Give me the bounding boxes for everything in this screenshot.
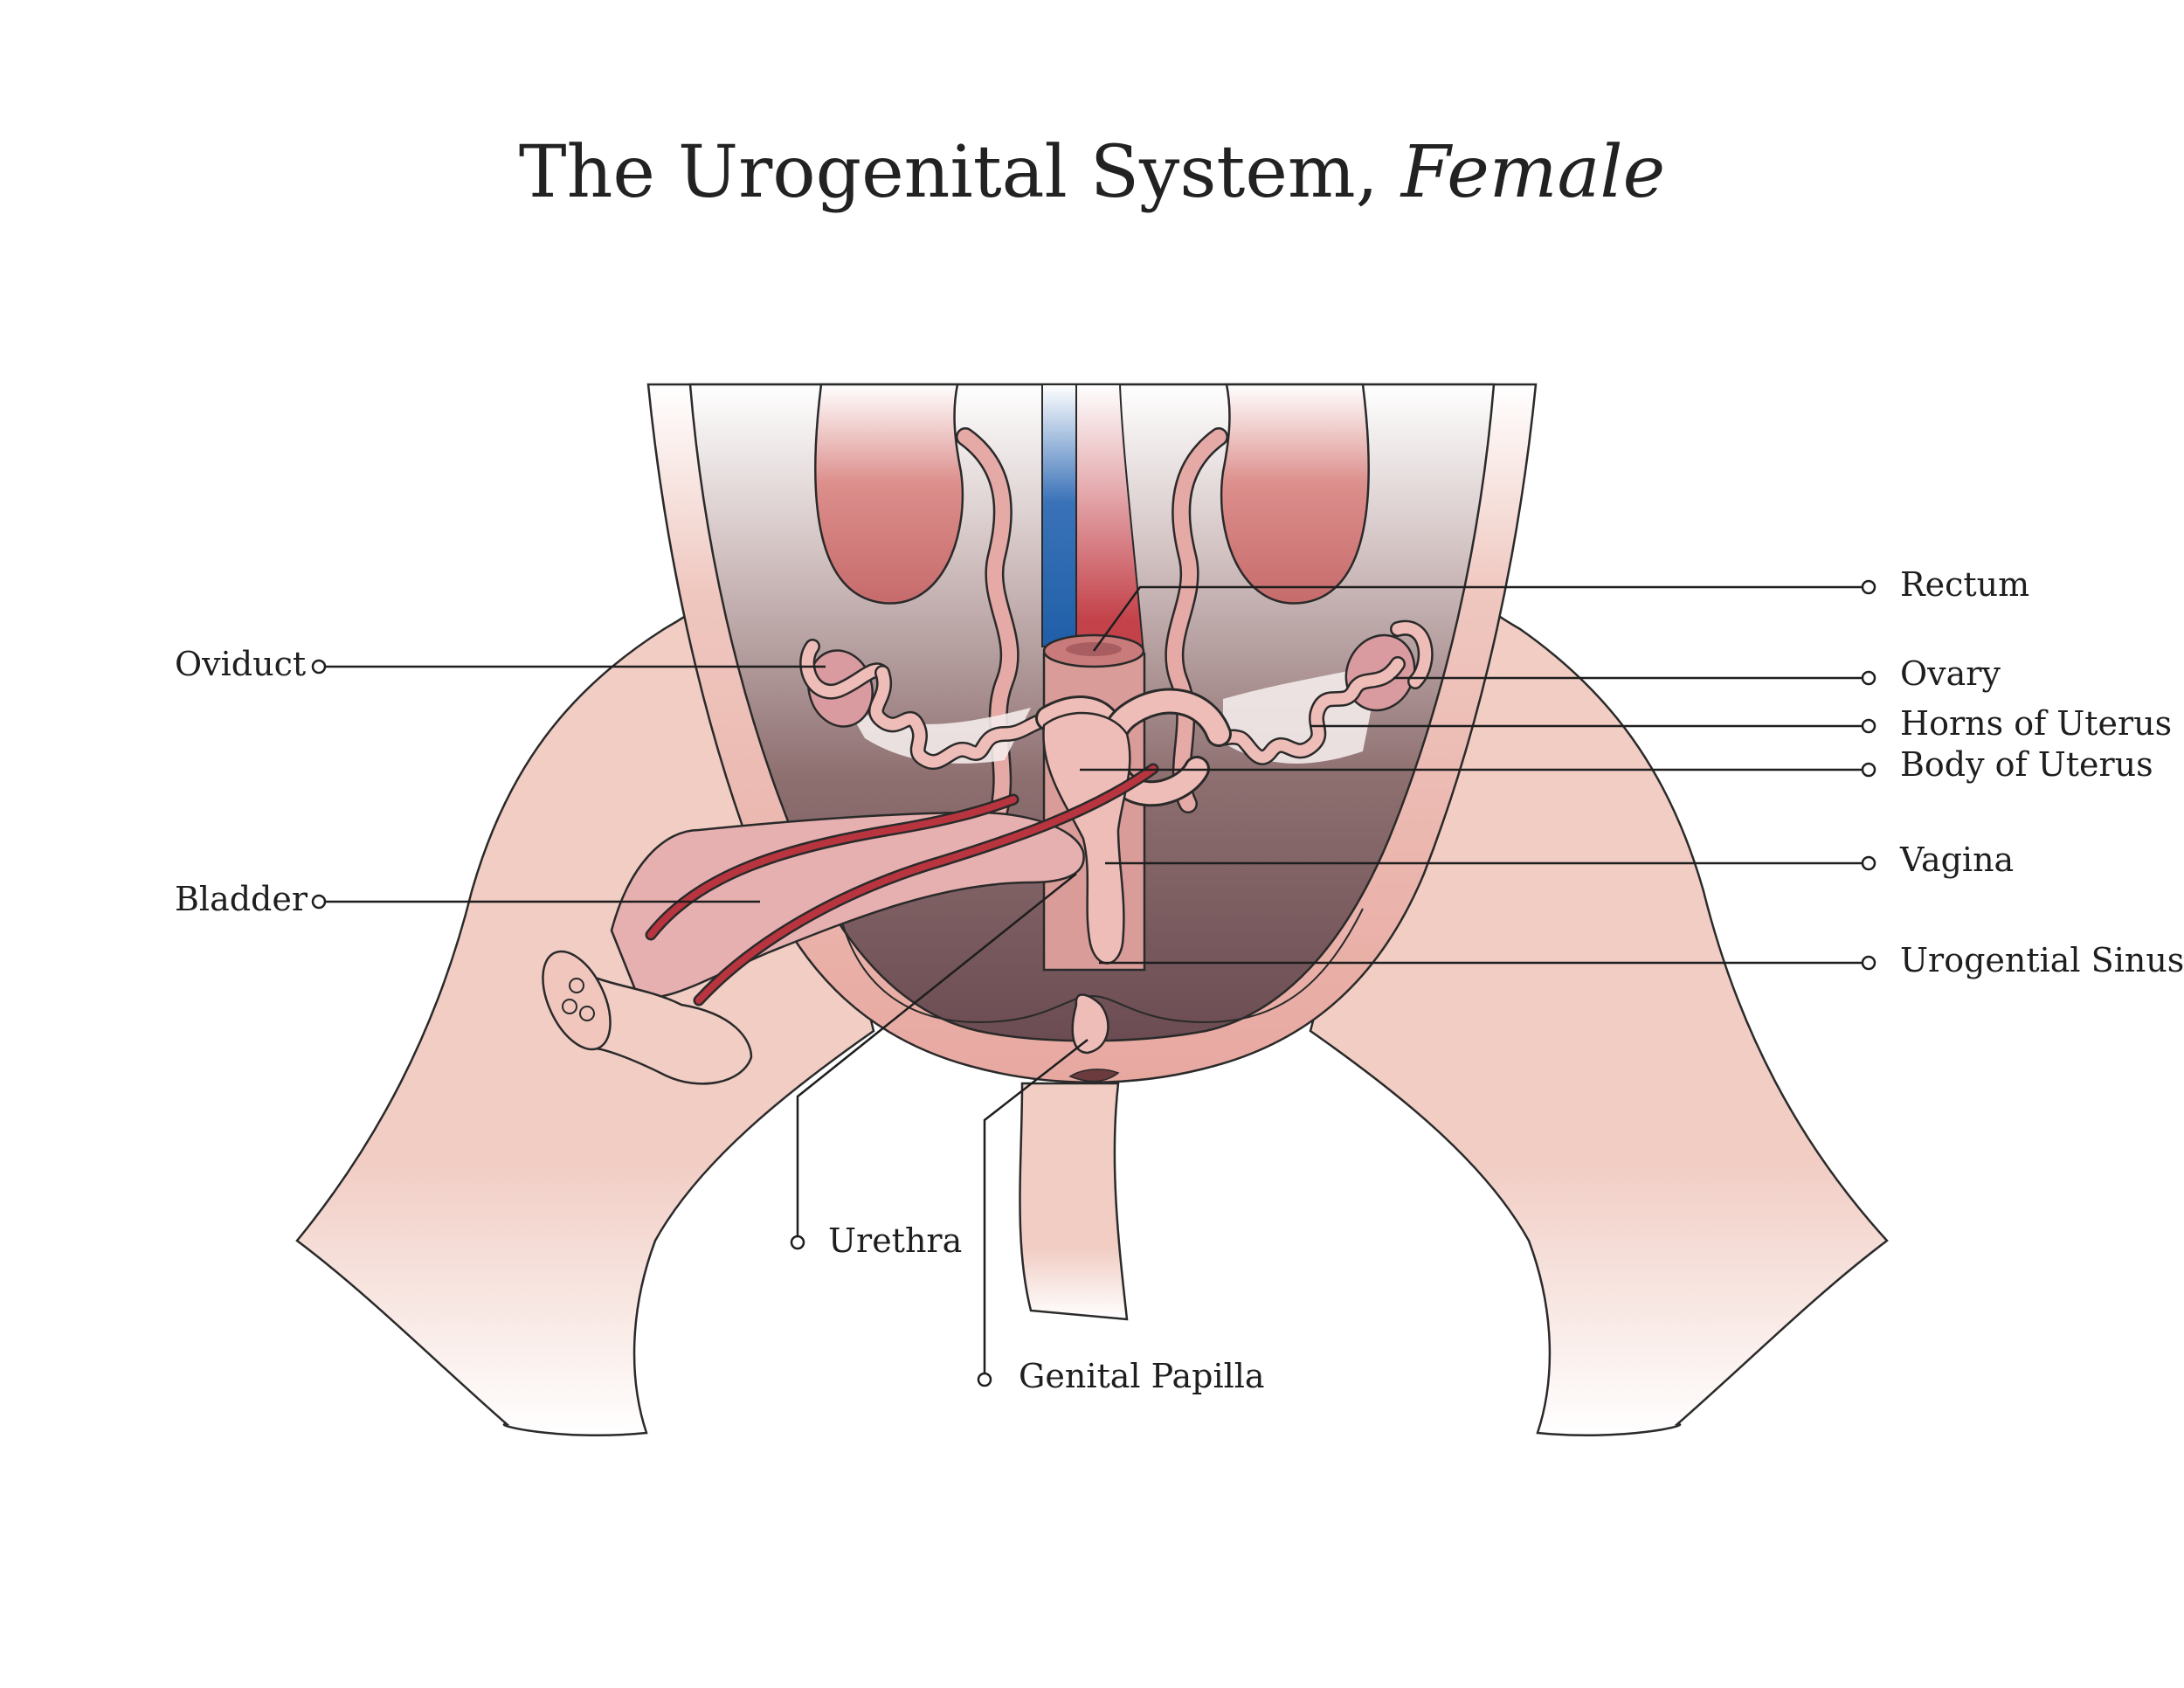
label-ovary: Ovary [1900,654,2001,693]
title-italic: Female [1400,131,1666,214]
title-main: The Urogenital System, [518,131,1401,214]
right-kidney [1220,383,1370,605]
leg-stump [576,968,753,1085]
label-urethra: Urethra [828,1221,963,1260]
leg-stump-cut [542,950,612,1051]
uterus-vagina [1042,711,1131,965]
label-genital-papilla: Genital Papilla [1019,1357,1265,1395]
diagram-title: The Urogenital System, Female [0,131,2184,214]
left-kidney [814,383,964,605]
stump-vessel-1 [569,978,584,993]
label-urogential-sinus: Urogential Sinus [1900,941,2184,979]
anus [1068,1069,1120,1083]
stump-vessel-3 [579,1006,595,1021]
stump-vessel-2 [562,999,577,1014]
label-rectum: Rectum [1900,565,2030,604]
label-bladder: Bladder [175,880,308,918]
vena-cava [1041,384,1077,647]
label-oviduct: Oviduct [175,645,307,683]
label-body-of-uterus: Body of Uterus [1900,745,2153,784]
label-vagina: Vagina [1900,841,2015,879]
label-horns-of-uterus: Horns of Uterus [1900,704,2173,743]
tail [1019,1082,1129,1321]
leader-lines [311,579,1876,1387]
genital-papilla [1071,993,1109,1055]
right-mesovarium [1223,664,1380,764]
